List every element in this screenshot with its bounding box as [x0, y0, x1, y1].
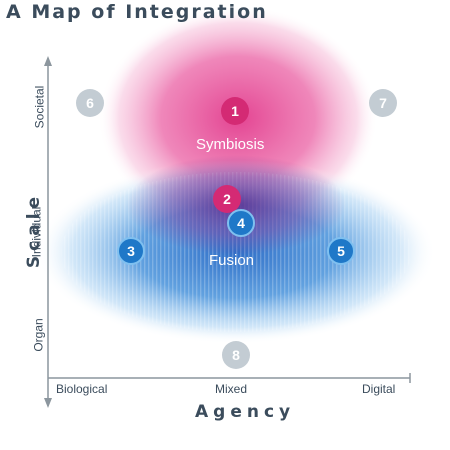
symbiosis-label: Symbiosis [196, 136, 265, 153]
marker-7: 7 [369, 89, 397, 117]
diagram-title: A Map of Integration [6, 1, 268, 23]
y-axis-title: Scale [24, 191, 45, 269]
x-axis-title: Agency [195, 402, 296, 422]
marker-5: 5 [327, 237, 355, 265]
marker-4: 4 [227, 209, 255, 237]
x-tick-mixed: Mixed [215, 382, 248, 396]
y-axis-arrow-bottom [44, 398, 52, 408]
marker-3: 3 [117, 237, 145, 265]
marker-2: 2 [213, 185, 241, 213]
y-tick-organ: Organ [31, 318, 46, 352]
y-tick-societal: Societal [32, 85, 47, 129]
marker-8: 8 [222, 341, 250, 369]
marker-6: 6 [76, 89, 104, 117]
x-tick-digital: Digital [362, 382, 396, 396]
marker-1: 1 [221, 97, 249, 125]
x-tick-biological: Biological [56, 382, 108, 396]
fusion-label: Fusion [209, 252, 255, 269]
y-axis-arrow-top [44, 56, 52, 66]
